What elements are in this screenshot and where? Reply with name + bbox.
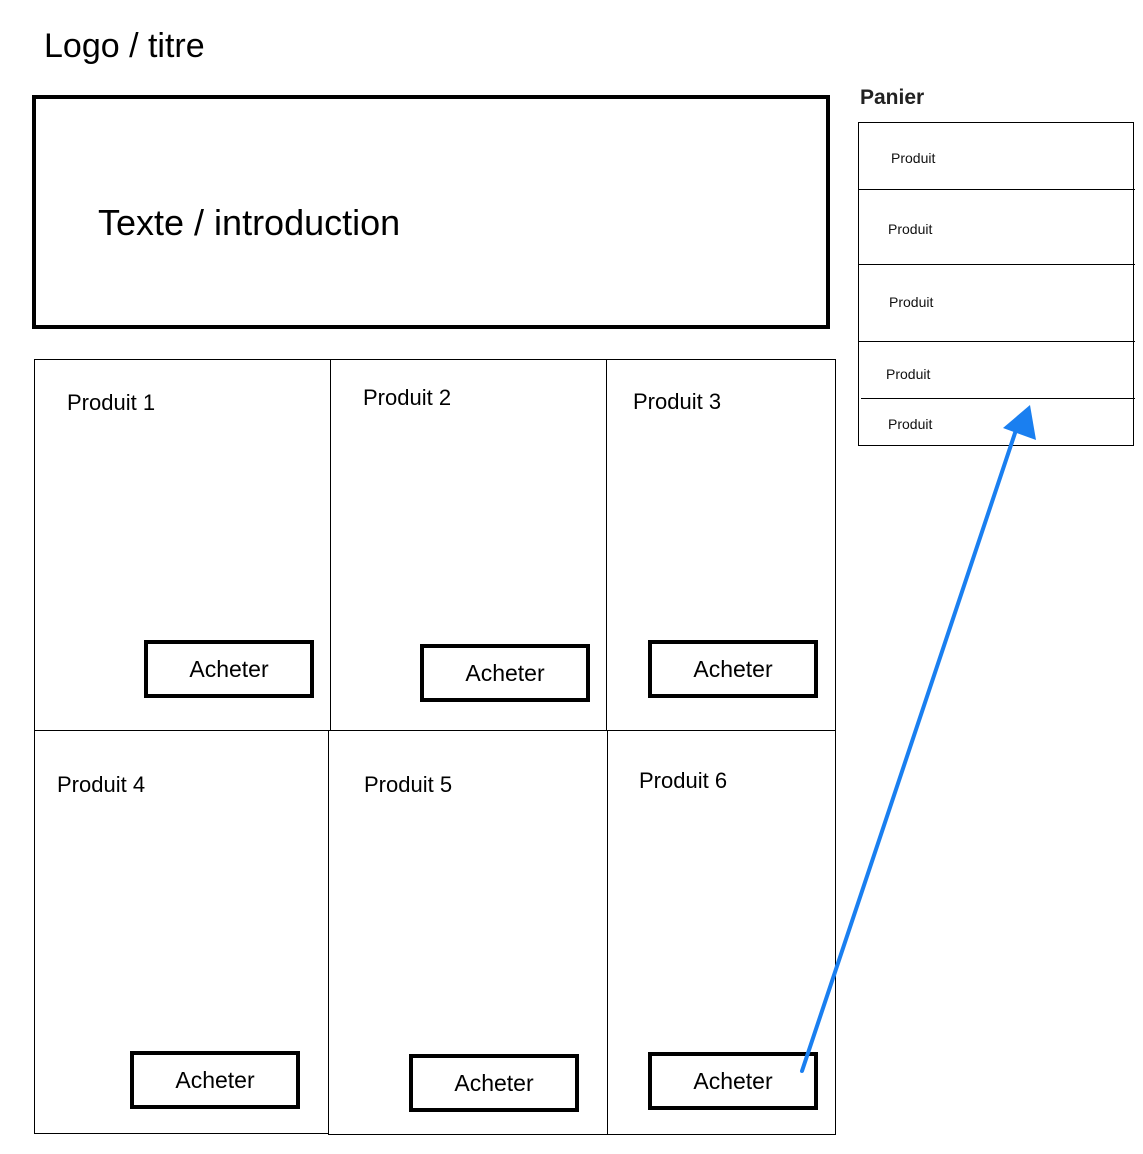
logo-title: Logo / titre xyxy=(44,27,205,65)
cart-divider xyxy=(859,264,1135,265)
intro-text: Texte / introduction xyxy=(98,202,401,243)
cart-divider xyxy=(861,398,1135,399)
cart-list: Produit Produit Produit Produit Produit xyxy=(858,122,1135,446)
buy-button[interactable]: Acheter xyxy=(130,1051,300,1109)
cart-item: Produit xyxy=(886,366,931,382)
product-title: Produit 2 xyxy=(363,385,452,410)
product-title: Produit 6 xyxy=(639,768,728,793)
buy-button[interactable]: Acheter xyxy=(420,644,590,702)
product-title: Produit 1 xyxy=(67,390,156,415)
cart-item: Produit xyxy=(891,150,936,166)
cart-item: Produit xyxy=(889,294,934,310)
buy-button[interactable]: Acheter xyxy=(648,1052,818,1110)
cart-item: Produit xyxy=(888,221,933,237)
cart-title: Panier xyxy=(860,86,925,109)
product-title: Produit 3 xyxy=(633,389,722,414)
buy-button[interactable]: Acheter xyxy=(409,1054,579,1112)
product-title: Produit 5 xyxy=(364,772,453,797)
buy-button[interactable]: Acheter xyxy=(144,640,314,698)
product-title: Produit 4 xyxy=(57,772,146,797)
cart-item: Produit xyxy=(888,416,933,432)
product-card-2: Produit 2 Acheter xyxy=(330,359,607,731)
buy-button[interactable]: Acheter xyxy=(648,640,818,698)
cart-divider xyxy=(859,341,1135,342)
intro-box: Texte / introduction xyxy=(32,95,830,329)
cart-divider xyxy=(859,189,1135,190)
product-card-6: Produit 6 Acheter xyxy=(607,730,836,1135)
product-card-3: Produit 3 Acheter xyxy=(606,359,836,731)
product-card-4: Produit 4 Acheter xyxy=(34,730,329,1134)
product-card-5: Produit 5 Acheter xyxy=(328,730,608,1135)
product-card-1: Produit 1 Acheter xyxy=(34,359,331,731)
